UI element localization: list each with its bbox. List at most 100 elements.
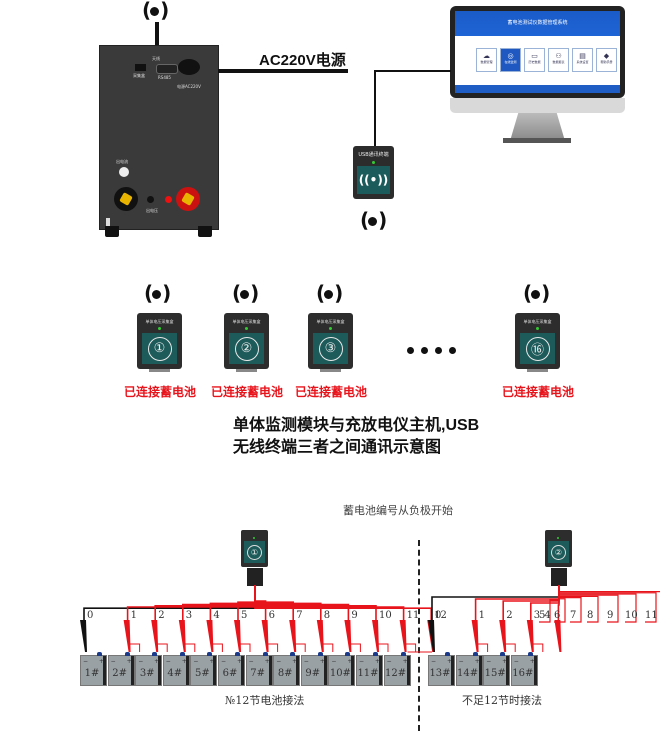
module-number: ① xyxy=(247,544,262,560)
wire-label: 11 xyxy=(406,610,420,621)
wire-label: 11 xyxy=(645,610,658,621)
ac-power-label: AC220V电源 xyxy=(259,52,346,69)
wire-label: 3 xyxy=(185,610,193,621)
antenna-port-label: 天线 xyxy=(152,56,160,61)
battery-number: 5# xyxy=(195,668,210,679)
tile-data-management[interactable]: ☁数据管理 xyxy=(476,48,497,72)
battery: −+5# xyxy=(190,652,218,686)
wire-label: 12 xyxy=(434,610,447,621)
wire-label: 0 xyxy=(435,610,442,621)
voltage-module-3: 单体电压采集盒 ③ xyxy=(308,313,353,372)
wireless-signal-icon: ((•)) xyxy=(357,166,390,194)
battery-number: 11# xyxy=(357,668,379,679)
status-led xyxy=(536,327,539,330)
wire-label: 2 xyxy=(506,610,513,621)
monitor-chin xyxy=(450,98,625,113)
book-icon: ◆ xyxy=(603,52,610,60)
connection-status: 已连接蓄电池 xyxy=(294,385,367,399)
wireless-signal-icon: () xyxy=(232,281,259,305)
calendar-icon: ▤ xyxy=(579,52,586,60)
battery: −+12# xyxy=(383,652,411,686)
tile-online-monitor[interactable]: ◎在线监测 xyxy=(500,48,521,72)
black-clip xyxy=(80,620,87,652)
red-clip xyxy=(261,620,269,652)
battery-number: 7# xyxy=(250,668,265,679)
monitor-stand xyxy=(510,113,565,141)
battery: −+3# xyxy=(135,652,163,686)
wireless-signal-icon: () xyxy=(360,208,387,232)
status-led xyxy=(372,161,375,164)
battery-number: 10# xyxy=(329,668,351,679)
battery-number: 14# xyxy=(457,668,479,679)
wire-label: 5 xyxy=(539,610,546,621)
module-label: 单体电压采集盒 xyxy=(523,319,552,324)
link-wire xyxy=(405,643,417,652)
battery: −+16# xyxy=(510,652,538,686)
link-wire xyxy=(532,643,544,652)
wire-label: 10 xyxy=(625,610,638,621)
wiring-module-2: ② xyxy=(545,530,572,567)
link-wire xyxy=(294,643,306,652)
unused-lead xyxy=(558,585,660,593)
divider-line xyxy=(418,540,420,731)
users-icon: ⚇ xyxy=(555,52,562,60)
ac-power-inlet xyxy=(178,59,200,75)
current-label: 出电流 xyxy=(116,159,128,164)
wire-label: 5 xyxy=(241,610,248,621)
module-plug xyxy=(247,568,263,586)
link-wire xyxy=(239,643,251,652)
battery: −+4# xyxy=(162,652,190,686)
module-number: ① xyxy=(147,336,172,361)
battery-number: 4# xyxy=(167,668,183,679)
wire-label: 4 xyxy=(213,610,220,621)
red-clip xyxy=(372,620,379,652)
power-cable xyxy=(218,69,348,73)
battery: −+7# xyxy=(245,652,273,686)
battery-number: 1# xyxy=(84,668,100,679)
connection-status: 已连接蓄电池 xyxy=(501,385,574,399)
wire-label: 8 xyxy=(587,610,594,621)
tile-history[interactable]: ▭历史数据 xyxy=(524,48,545,72)
link-wire xyxy=(184,643,196,652)
red-clip xyxy=(123,620,131,652)
link-wire xyxy=(129,643,141,652)
wire-label: 1 xyxy=(130,610,137,621)
module-label: 单体电压采集盒 xyxy=(232,319,261,324)
diagram-caption: 单体监测模块与充放电仪主机,USB 无线终端三者之间通讯示意图 xyxy=(233,415,479,459)
red-clip xyxy=(234,620,241,652)
voltage-label: 出电压 xyxy=(146,208,158,213)
link-wire xyxy=(267,643,279,652)
rs485-port xyxy=(156,64,178,74)
connection-status: 已连接蓄电池 xyxy=(123,385,196,399)
voltage-module-1: 单体电压采集盒 ① xyxy=(137,313,182,372)
management-software-screen: 蓄电池测试仪数据管理系统 ☁数据管理 ◎在线监测 ▭历史数据 ⚇数据报表 ▤系统… xyxy=(455,11,620,93)
tile-report[interactable]: ⚇数据报表 xyxy=(548,48,569,72)
monitor-base xyxy=(503,138,571,143)
charger-foot xyxy=(198,226,212,237)
battery: −+2# xyxy=(107,652,135,686)
power-switch xyxy=(106,218,110,226)
battery: −+6# xyxy=(218,652,245,686)
battery-number: 3# xyxy=(139,668,155,679)
voltage-module-16: 单体电压采集盒 ⑯ xyxy=(515,313,560,372)
battery: −+9# xyxy=(300,652,328,686)
tile-help[interactable]: ◆帮助手册 xyxy=(596,48,617,72)
red-clip xyxy=(316,620,324,652)
module-label: 单体电压采集盒 xyxy=(316,319,345,324)
wire-label: 3 xyxy=(533,610,541,621)
tile-settings[interactable]: ▤系统设置 xyxy=(572,48,593,72)
battery-number: 8# xyxy=(277,668,293,679)
left-subtitle: №12节电池接法 xyxy=(225,694,305,707)
status-led xyxy=(245,327,248,330)
red-clip xyxy=(151,620,159,652)
negative-terminal xyxy=(114,187,138,211)
module-number: ⑯ xyxy=(525,336,550,361)
link-wire xyxy=(349,643,361,652)
wire-label: 0 xyxy=(87,610,94,621)
wire-label: 7 xyxy=(570,610,577,621)
wireless-signal-icon: () xyxy=(142,0,169,22)
battery: −+8# xyxy=(273,652,301,686)
battery-number: 12# xyxy=(385,668,407,679)
wireless-signal-icon: () xyxy=(523,281,550,305)
cloud-icon: ☁ xyxy=(483,52,490,60)
